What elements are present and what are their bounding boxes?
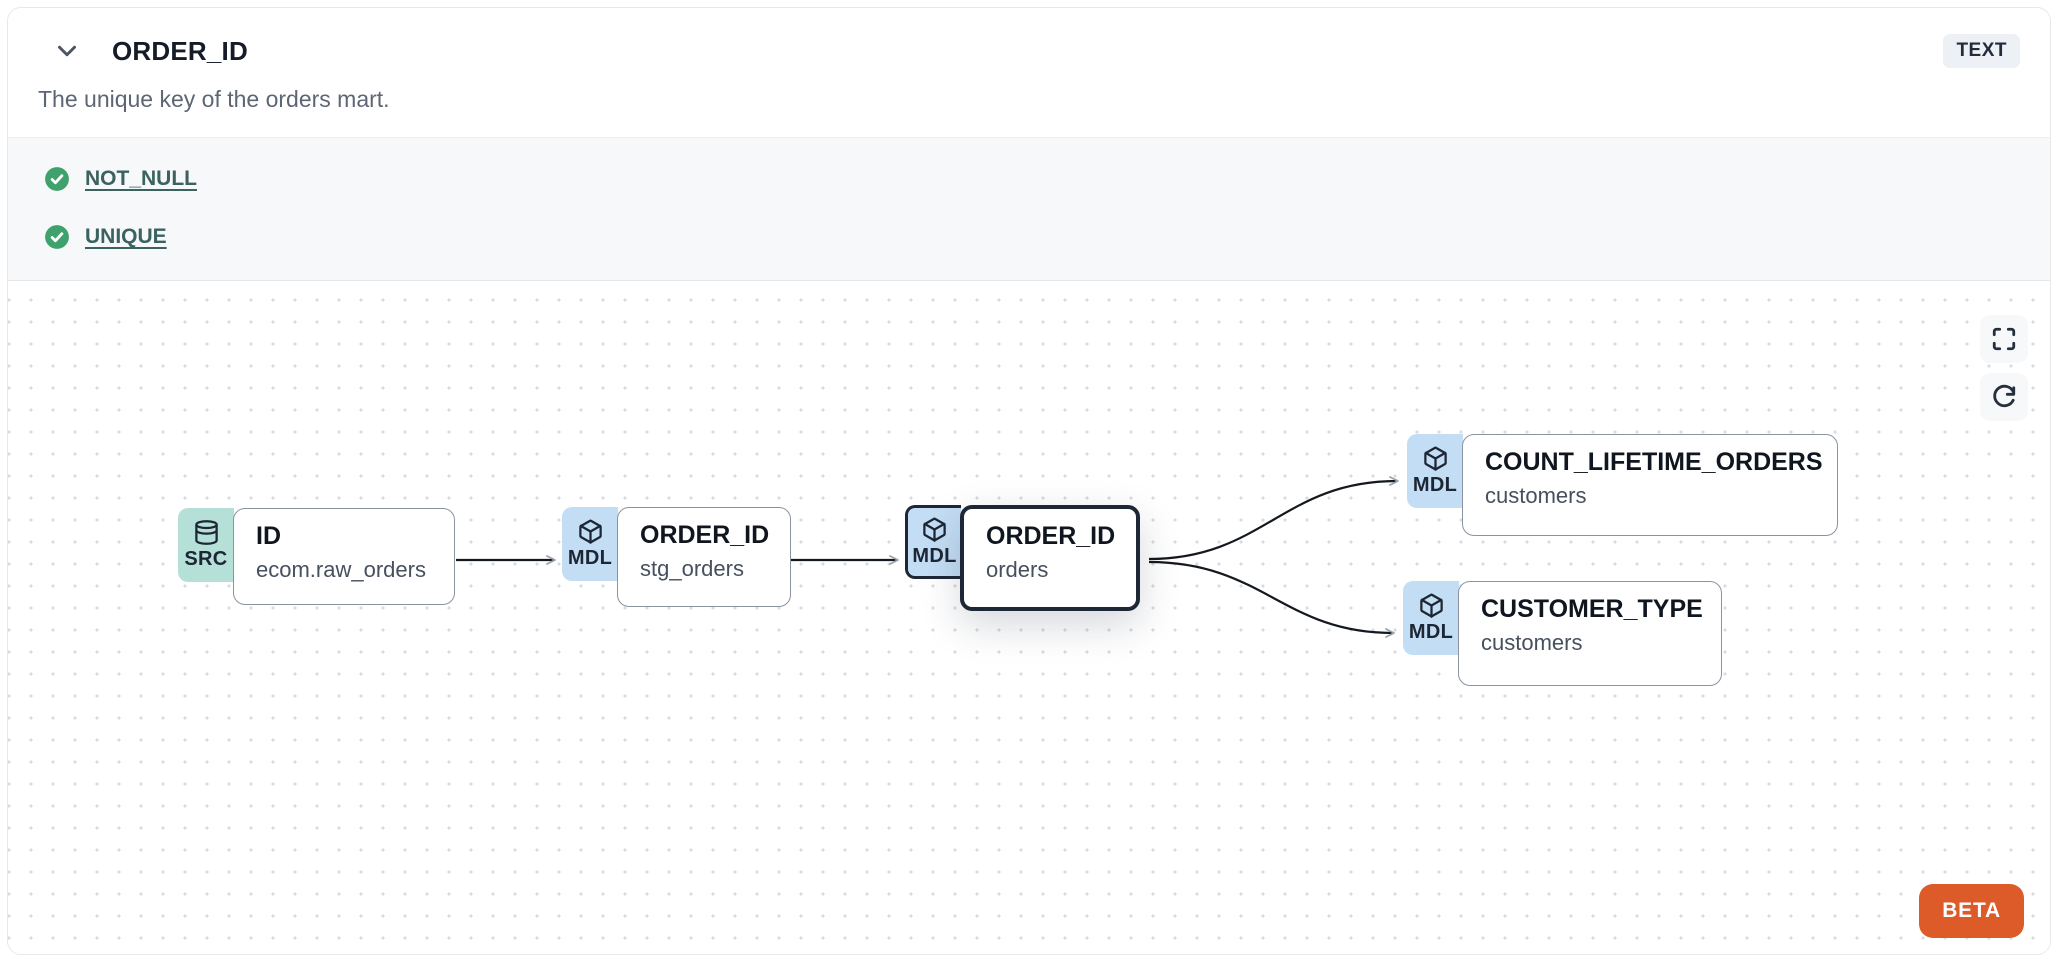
test-link-not-null[interactable]: NOT_NULL — [85, 167, 197, 190]
header: ORDER_ID TEXT — [8, 8, 2050, 68]
lineage-node-count-lifetime-orders[interactable]: MDL COUNT_LIFETIME_ORDERS customers — [1407, 434, 1838, 536]
node-type-label: MDL — [912, 545, 957, 567]
node-type-badge: MDL — [1407, 434, 1463, 508]
edge — [1148, 560, 1395, 638]
database-icon — [194, 520, 218, 545]
check-circle-icon — [45, 225, 69, 249]
node-body: ORDER_ID orders — [960, 505, 1140, 611]
node-column-name: ORDER_ID — [986, 522, 1116, 550]
node-body: COUNT_LIFETIME_ORDERS customers — [1462, 434, 1838, 536]
node-column-name: CUSTOMER_TYPE — [1481, 595, 1703, 623]
cube-icon — [578, 519, 602, 544]
node-type-label: MDL — [567, 547, 613, 569]
fullscreen-button[interactable] — [1980, 315, 2028, 363]
cube-icon — [1419, 593, 1443, 618]
lineage-canvas[interactable]: SRC ID ecom.raw_orders MDL ORDER_ID stg_… — [8, 281, 2050, 954]
node-type-label: SRC — [184, 548, 228, 570]
page-title: ORDER_ID — [112, 35, 248, 66]
node-body: CUSTOMER_TYPE customers — [1458, 581, 1722, 686]
fullscreen-icon — [1992, 327, 2016, 351]
node-model-name: stg_orders — [640, 556, 744, 581]
column-type-badge: TEXT — [1943, 34, 2020, 68]
test-link-unique[interactable]: UNIQUE — [85, 225, 167, 248]
beta-badge: BETA — [1919, 884, 2024, 938]
cube-icon — [923, 517, 946, 542]
node-model-name: customers — [1485, 483, 1587, 508]
column-description: The unique key of the orders mart. — [38, 86, 390, 112]
collapse-toggle[interactable] — [52, 36, 82, 66]
node-column-name: COUNT_LIFETIME_ORDERS — [1485, 448, 1823, 476]
cube-icon — [1423, 446, 1447, 471]
node-model-name: orders — [986, 557, 1049, 582]
refresh-button[interactable] — [1980, 373, 2028, 421]
lineage-node-customer-type[interactable]: MDL CUSTOMER_TYPE customers — [1403, 581, 1722, 686]
lineage-node-order-id-orders-selected[interactable]: MDL ORDER_ID orders — [905, 505, 1140, 611]
node-column-name: ORDER_ID — [640, 521, 770, 549]
column-details-card: ORDER_ID TEXT The unique key of the orde… — [7, 7, 2051, 955]
node-type-label: MDL — [1412, 474, 1458, 496]
check-circle-icon — [45, 167, 69, 191]
chevron-down-icon — [58, 45, 76, 57]
node-body: ID ecom.raw_orders — [233, 508, 455, 605]
lineage-node-id-raw-orders[interactable]: SRC ID ecom.raw_orders — [178, 508, 455, 605]
node-type-badge: SRC — [178, 508, 234, 582]
node-model-name: ecom.raw_orders — [256, 557, 426, 582]
test-row: UNIQUE — [8, 214, 2050, 260]
node-body: ORDER_ID stg_orders — [617, 507, 791, 607]
node-model-name: customers — [1481, 630, 1583, 655]
lineage-node-order-id-stg-orders[interactable]: MDL ORDER_ID stg_orders — [562, 507, 791, 607]
edge — [1148, 476, 1399, 561]
node-type-badge: MDL — [562, 507, 618, 581]
node-column-name: ID — [256, 522, 281, 550]
tests-section: NOT_NULL UNIQUE — [8, 137, 2050, 281]
test-row: NOT_NULL — [8, 156, 2050, 202]
lineage-edges — [456, 476, 1399, 638]
node-type-label: MDL — [1408, 621, 1454, 643]
canvas-controls — [1980, 315, 2028, 421]
node-type-badge: MDL — [1403, 581, 1459, 655]
refresh-icon — [1993, 384, 2016, 408]
node-type-badge: MDL — [905, 505, 961, 579]
